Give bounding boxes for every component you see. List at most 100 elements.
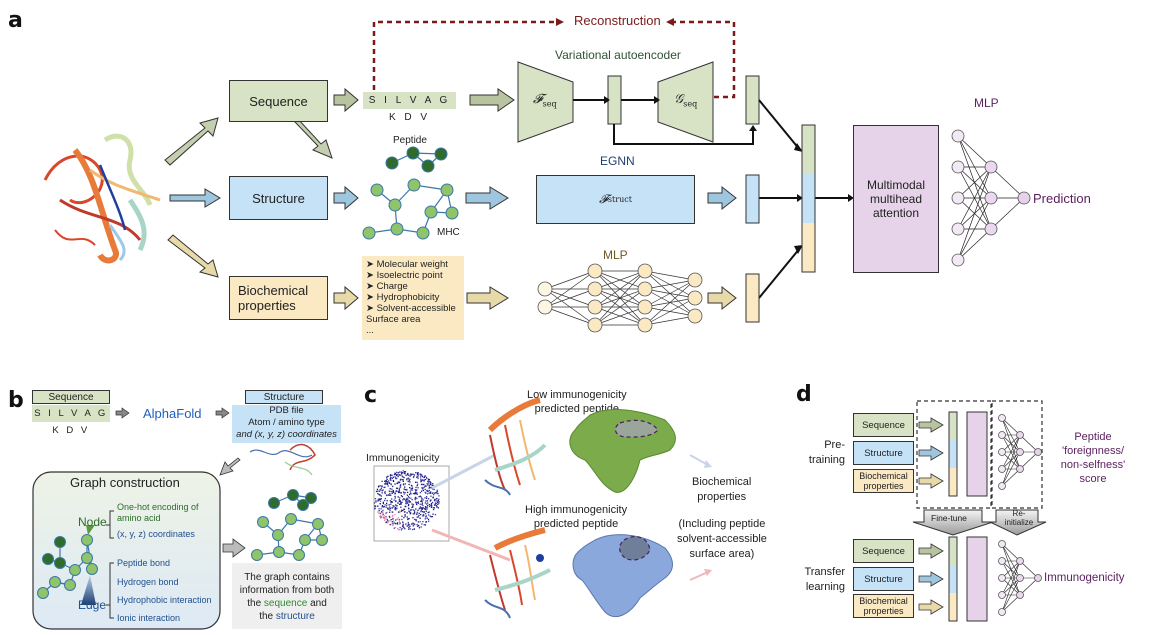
panel-a-label: a bbox=[8, 8, 23, 33]
structure-thumbnail bbox=[249, 443, 316, 476]
scatter-point bbox=[416, 473, 419, 475]
scatter-point bbox=[416, 513, 418, 515]
scatter-point bbox=[411, 528, 414, 531]
scatter-point bbox=[392, 485, 394, 488]
network-edge bbox=[594, 306, 646, 326]
scatter-point bbox=[421, 523, 423, 525]
scatter-point bbox=[428, 492, 431, 494]
scatter-point bbox=[419, 491, 422, 494]
network-node bbox=[984, 160, 998, 174]
scatter-point bbox=[408, 507, 410, 510]
finetune-dashed-region bbox=[916, 400, 992, 509]
scatter-point bbox=[396, 523, 399, 525]
scatter-point bbox=[404, 505, 406, 508]
scatter-point bbox=[386, 478, 388, 481]
scatter-point bbox=[379, 500, 382, 502]
graph-construction-title: Graph construction bbox=[70, 475, 180, 490]
reinit-label: Re-initialize bbox=[1004, 509, 1034, 527]
scatter-point bbox=[384, 492, 386, 495]
scatter-point bbox=[420, 474, 422, 476]
network-edge bbox=[1001, 417, 1021, 436]
scatter-point bbox=[421, 497, 423, 500]
network-node bbox=[998, 540, 1006, 548]
scatter-point bbox=[412, 473, 414, 475]
scatter-point bbox=[399, 526, 401, 529]
scatter-point bbox=[432, 496, 434, 498]
network-edge bbox=[594, 270, 646, 290]
scatter-point bbox=[416, 511, 418, 513]
scatter-point bbox=[386, 477, 388, 479]
scatter-point bbox=[398, 503, 401, 506]
scatter-point bbox=[421, 487, 423, 489]
scatter-point bbox=[389, 500, 391, 502]
d-pre-mlp-network bbox=[998, 414, 1042, 490]
network-edge bbox=[957, 135, 992, 168]
scatter-point bbox=[399, 474, 402, 476]
scatter-point bbox=[396, 482, 398, 485]
scatter-point bbox=[394, 483, 396, 485]
scatter-point bbox=[408, 500, 410, 502]
scatter-point bbox=[426, 477, 428, 480]
scatter-point bbox=[437, 492, 439, 495]
scatter-point bbox=[394, 519, 397, 521]
network-edge bbox=[1019, 560, 1039, 579]
network-edge bbox=[644, 315, 696, 326]
scatter-point bbox=[377, 499, 379, 501]
scatter-point bbox=[423, 476, 425, 478]
scatter-point bbox=[400, 506, 402, 508]
scatter-point bbox=[380, 508, 382, 510]
scatter-point bbox=[394, 506, 397, 509]
decoder-trapezoid bbox=[657, 61, 714, 143]
scatter-point bbox=[399, 522, 401, 524]
alphafold-label: AlphaFold bbox=[143, 406, 202, 421]
scatter-point bbox=[424, 491, 426, 494]
scatter-point bbox=[385, 521, 387, 524]
network-node bbox=[1016, 431, 1024, 439]
scatter-point bbox=[387, 494, 390, 496]
network-edge bbox=[1001, 434, 1021, 470]
scatter-point bbox=[390, 523, 392, 525]
scatter-point bbox=[408, 526, 410, 529]
scatter-point bbox=[396, 507, 398, 509]
d-tl-structure: Structure bbox=[853, 567, 914, 591]
scatter-point bbox=[424, 524, 427, 526]
scatter-point bbox=[382, 509, 384, 512]
scatter-point bbox=[436, 490, 438, 493]
network-edge bbox=[1001, 560, 1021, 596]
scatter-point bbox=[394, 493, 396, 495]
scatter-point bbox=[385, 506, 387, 508]
scatter-point bbox=[428, 520, 430, 522]
scatter-point bbox=[401, 518, 403, 521]
scatter-point bbox=[403, 516, 405, 519]
scatter-point bbox=[437, 500, 439, 502]
scatter-point bbox=[409, 478, 411, 481]
scatter-point bbox=[427, 498, 430, 500]
scatter-point bbox=[400, 529, 403, 531]
scatter-point bbox=[388, 504, 390, 506]
scatter-point bbox=[385, 513, 387, 515]
scatter-point bbox=[426, 517, 428, 519]
network-node bbox=[951, 129, 965, 143]
scatter-point bbox=[403, 476, 405, 479]
scatter-point bbox=[416, 525, 419, 527]
d-tl-attention bbox=[966, 536, 988, 622]
scatter-point bbox=[381, 485, 383, 487]
scatter-point bbox=[417, 502, 419, 504]
d-tl-sequence: Sequence bbox=[853, 539, 914, 563]
scatter-point bbox=[411, 487, 413, 489]
network-node bbox=[951, 222, 965, 236]
network-node bbox=[998, 448, 1006, 456]
scatter-point bbox=[404, 470, 407, 473]
scatter-point bbox=[430, 504, 432, 507]
scatter-point bbox=[387, 475, 389, 478]
scatter-point bbox=[397, 528, 399, 531]
d-pre-concat-vector bbox=[948, 411, 958, 497]
scatter-point bbox=[414, 497, 416, 499]
scatter-point bbox=[392, 476, 394, 478]
scatter-point bbox=[424, 485, 426, 487]
scatter-point bbox=[428, 479, 430, 481]
network-edge bbox=[1001, 543, 1021, 562]
scatter-point bbox=[419, 507, 421, 509]
scatter-point bbox=[432, 508, 435, 511]
